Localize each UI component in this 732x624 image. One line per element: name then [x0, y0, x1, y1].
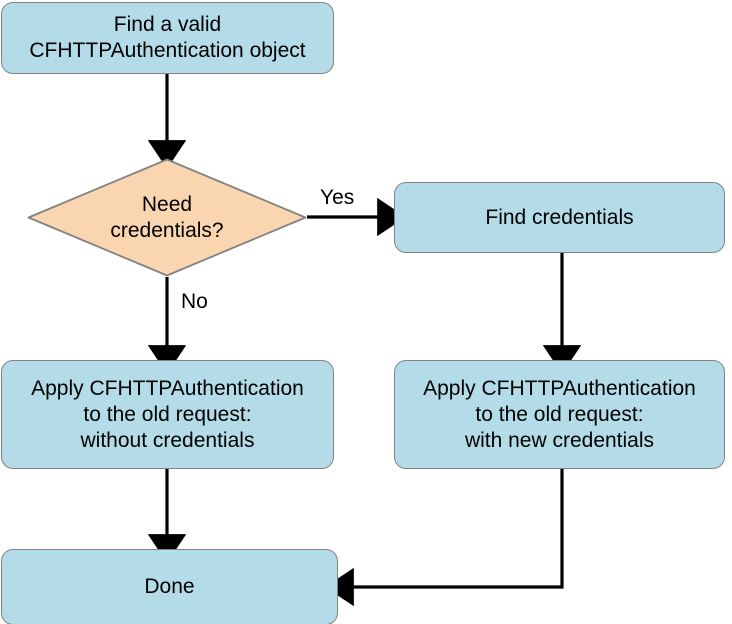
edge-label-yes: Yes — [320, 186, 355, 209]
diamond-shape — [27, 158, 307, 277]
node-need-credentials[interactable]: Need credentials? — [27, 158, 307, 277]
node-apply-without-credentials[interactable]: Apply CFHTTPAuthentication to the old re… — [1, 360, 334, 469]
connector-apply-with-new-to-done — [325, 469, 564, 607]
node-find-credentials[interactable]: Find credentials — [394, 182, 725, 253]
node-apply-with-new-credentials[interactable]: Apply CFHTTPAuthentication to the old re… — [394, 360, 725, 469]
node-need-credentials-label: Need credentials? — [110, 192, 224, 242]
edge-label-no: No — [181, 290, 208, 313]
node-done[interactable]: Done — [1, 549, 338, 624]
node-find-auth-object[interactable]: Find a valid CFHTTPAuthentication object — [1, 2, 334, 74]
